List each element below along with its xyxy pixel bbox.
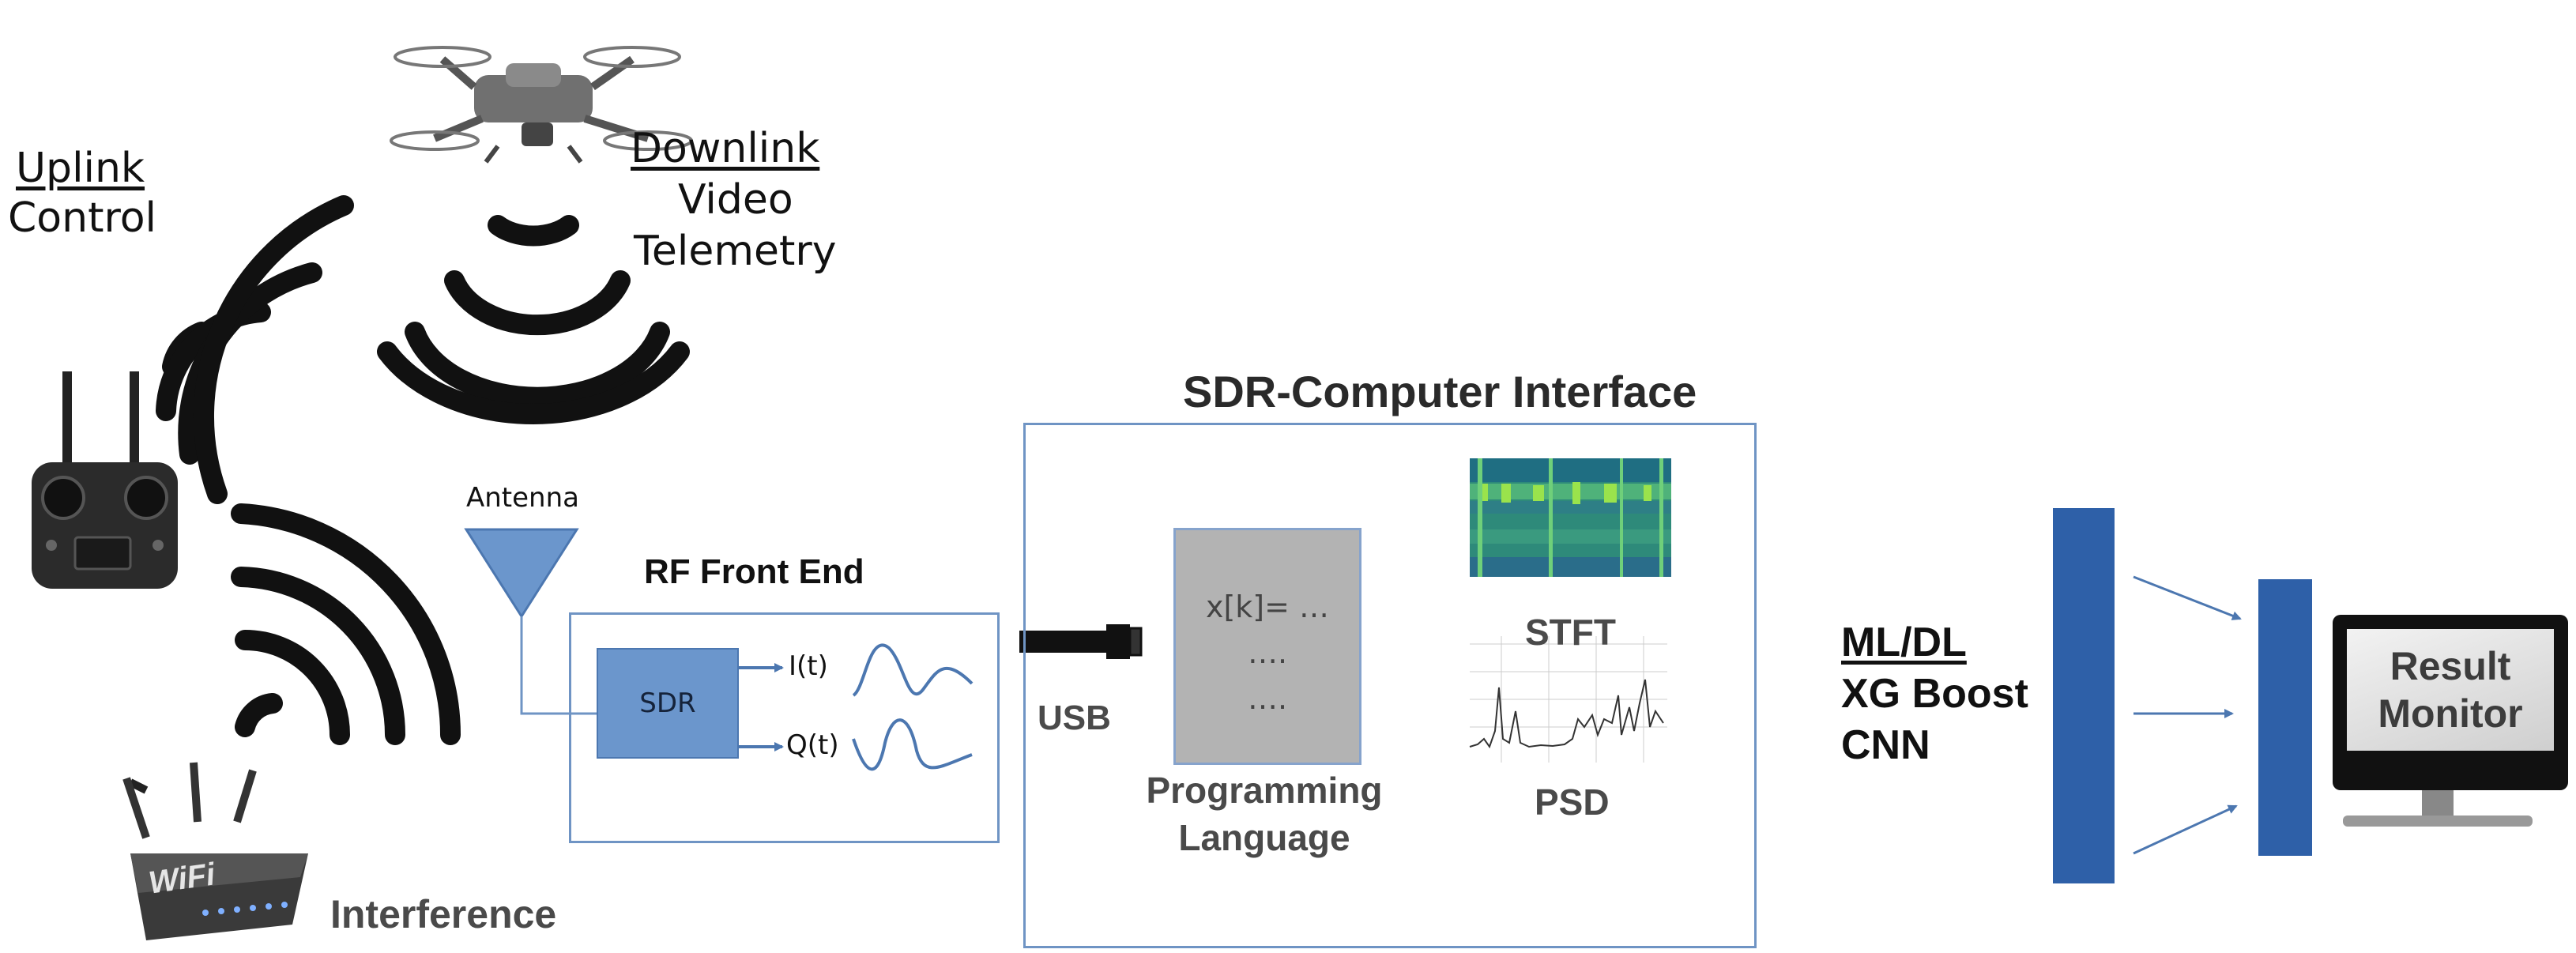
ml-xgboost: XG Boost [1841, 671, 2028, 717]
sdr-block: SDR [597, 648, 739, 759]
stft-label: STFT [1525, 612, 1616, 653]
uplink-title: Uplink [16, 145, 145, 192]
monitor-screen: Result Monitor [2347, 629, 2554, 751]
sdr-interface-box [1023, 423, 1757, 948]
monitor-icon: Result Monitor [2333, 615, 2568, 790]
ml-cnn: CNN [1841, 722, 1930, 768]
q-signal-label: Q(t) [786, 729, 839, 761]
i-signal-label: I(t) [789, 650, 828, 682]
interference-label: Interference [330, 892, 557, 936]
result-label-1: Result [2390, 644, 2511, 688]
rf-front-end-box [569, 612, 1000, 843]
i-waveform [852, 643, 974, 697]
q-waveform [852, 718, 973, 771]
remote-controller-icon [32, 371, 178, 589]
programming-label-2: Language [1178, 817, 1350, 858]
wifi-router-icon [122, 762, 308, 940]
interference-waves-icon [231, 503, 461, 745]
usb-label: USB [1038, 699, 1111, 737]
rf-front-end-label: RF Front End [644, 552, 864, 591]
psd-plot [1469, 636, 1667, 763]
programming-label-1: Programming [1146, 770, 1383, 811]
antenna-label: Antenna [466, 482, 579, 514]
psd-label: PSD [1535, 782, 1610, 823]
downlink-waves-icon [377, 215, 690, 425]
ml-arrow-bottom [2133, 804, 2238, 855]
ml-arrow-top [2133, 575, 2242, 620]
code-block: x[k]= … …. …. [1173, 528, 1361, 765]
code-line-2: …. [1247, 635, 1288, 670]
usb-connector-icon [1019, 624, 1143, 659]
downlink-telemetry: Telemetry [634, 228, 837, 275]
nn-layer-output [2258, 579, 2312, 856]
stft-spectrogram [1470, 458, 1671, 577]
antenna-icon [464, 528, 601, 715]
drone-icon [390, 46, 693, 164]
nn-layer-input [2053, 508, 2115, 883]
ml-title: ML/DL [1841, 620, 1967, 665]
uplink-subtitle: Control [8, 194, 156, 242]
code-line-3: …. [1247, 681, 1288, 716]
downlink-video: Video [678, 176, 793, 224]
uplink-waves-icon [156, 195, 354, 504]
result-label-2: Monitor [2378, 691, 2523, 736]
sdr-interface-title: SDR-Computer Interface [1183, 367, 1697, 416]
downlink-title: Downlink [631, 125, 820, 172]
code-line-1: x[k]= … [1205, 590, 1330, 624]
